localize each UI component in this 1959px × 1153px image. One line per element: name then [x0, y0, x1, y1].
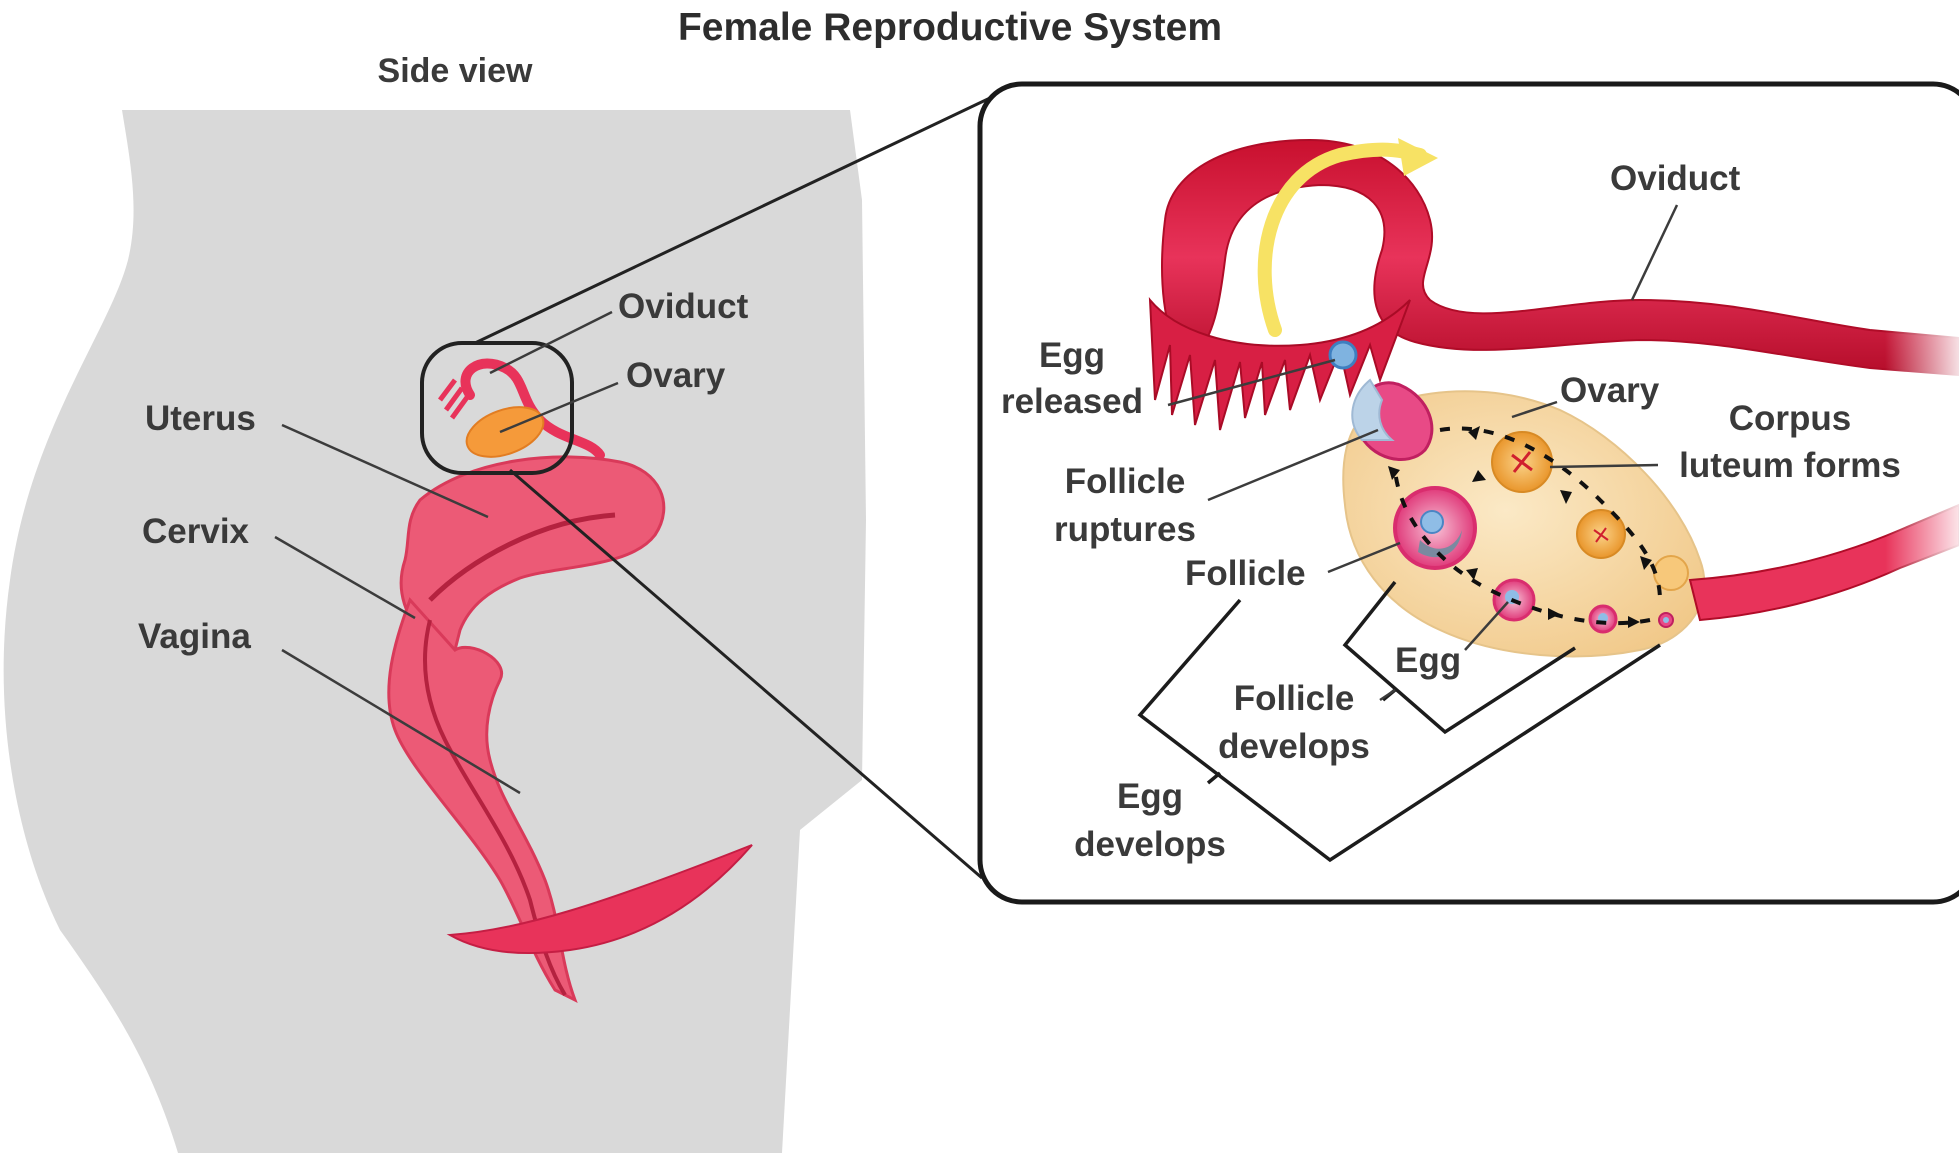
detail-label-follicle-develops-2: develops — [1218, 727, 1370, 766]
diagram-title: Female Reproductive System — [678, 6, 1222, 49]
detail-label-oviduct: Oviduct — [1610, 159, 1741, 198]
follicle-stage-1-egg — [1663, 617, 1669, 623]
detail-label-corpus-luteum-2: luteum forms — [1679, 446, 1901, 485]
side-label-ovary: Ovary — [626, 356, 726, 395]
mature-follicle-egg — [1421, 511, 1443, 533]
released-egg — [1330, 342, 1356, 368]
side-label-vagina: Vagina — [138, 617, 251, 656]
detail-label-follicle-develops-1: Follicle — [1234, 679, 1355, 718]
detail-label-follicle-ruptures-2: ruptures — [1054, 510, 1196, 549]
detail-fade-right — [1885, 290, 1959, 590]
side-label-cervix: Cervix — [142, 512, 250, 551]
corpus-luteum-small — [1654, 556, 1688, 590]
detail-label-follicle: Follicle — [1185, 554, 1306, 593]
detail-label-follicle-ruptures-1: Follicle — [1065, 462, 1186, 501]
detail-label-egg-develops-1: Egg — [1117, 777, 1183, 816]
detail-label-ovary: Ovary — [1560, 371, 1660, 410]
side-label-uterus: Uterus — [145, 399, 256, 438]
detail-label-egg: Egg — [1395, 641, 1461, 680]
side-view-subtitle: Side view — [378, 52, 534, 90]
detail-label-egg-released-1: Egg — [1039, 336, 1105, 375]
detail-label-egg-released-2: released — [1001, 382, 1143, 421]
detail-label-egg-develops-2: develops — [1074, 825, 1226, 864]
detail-label-corpus-luteum-1: Corpus — [1729, 399, 1852, 438]
side-label-oviduct: Oviduct — [618, 287, 749, 326]
